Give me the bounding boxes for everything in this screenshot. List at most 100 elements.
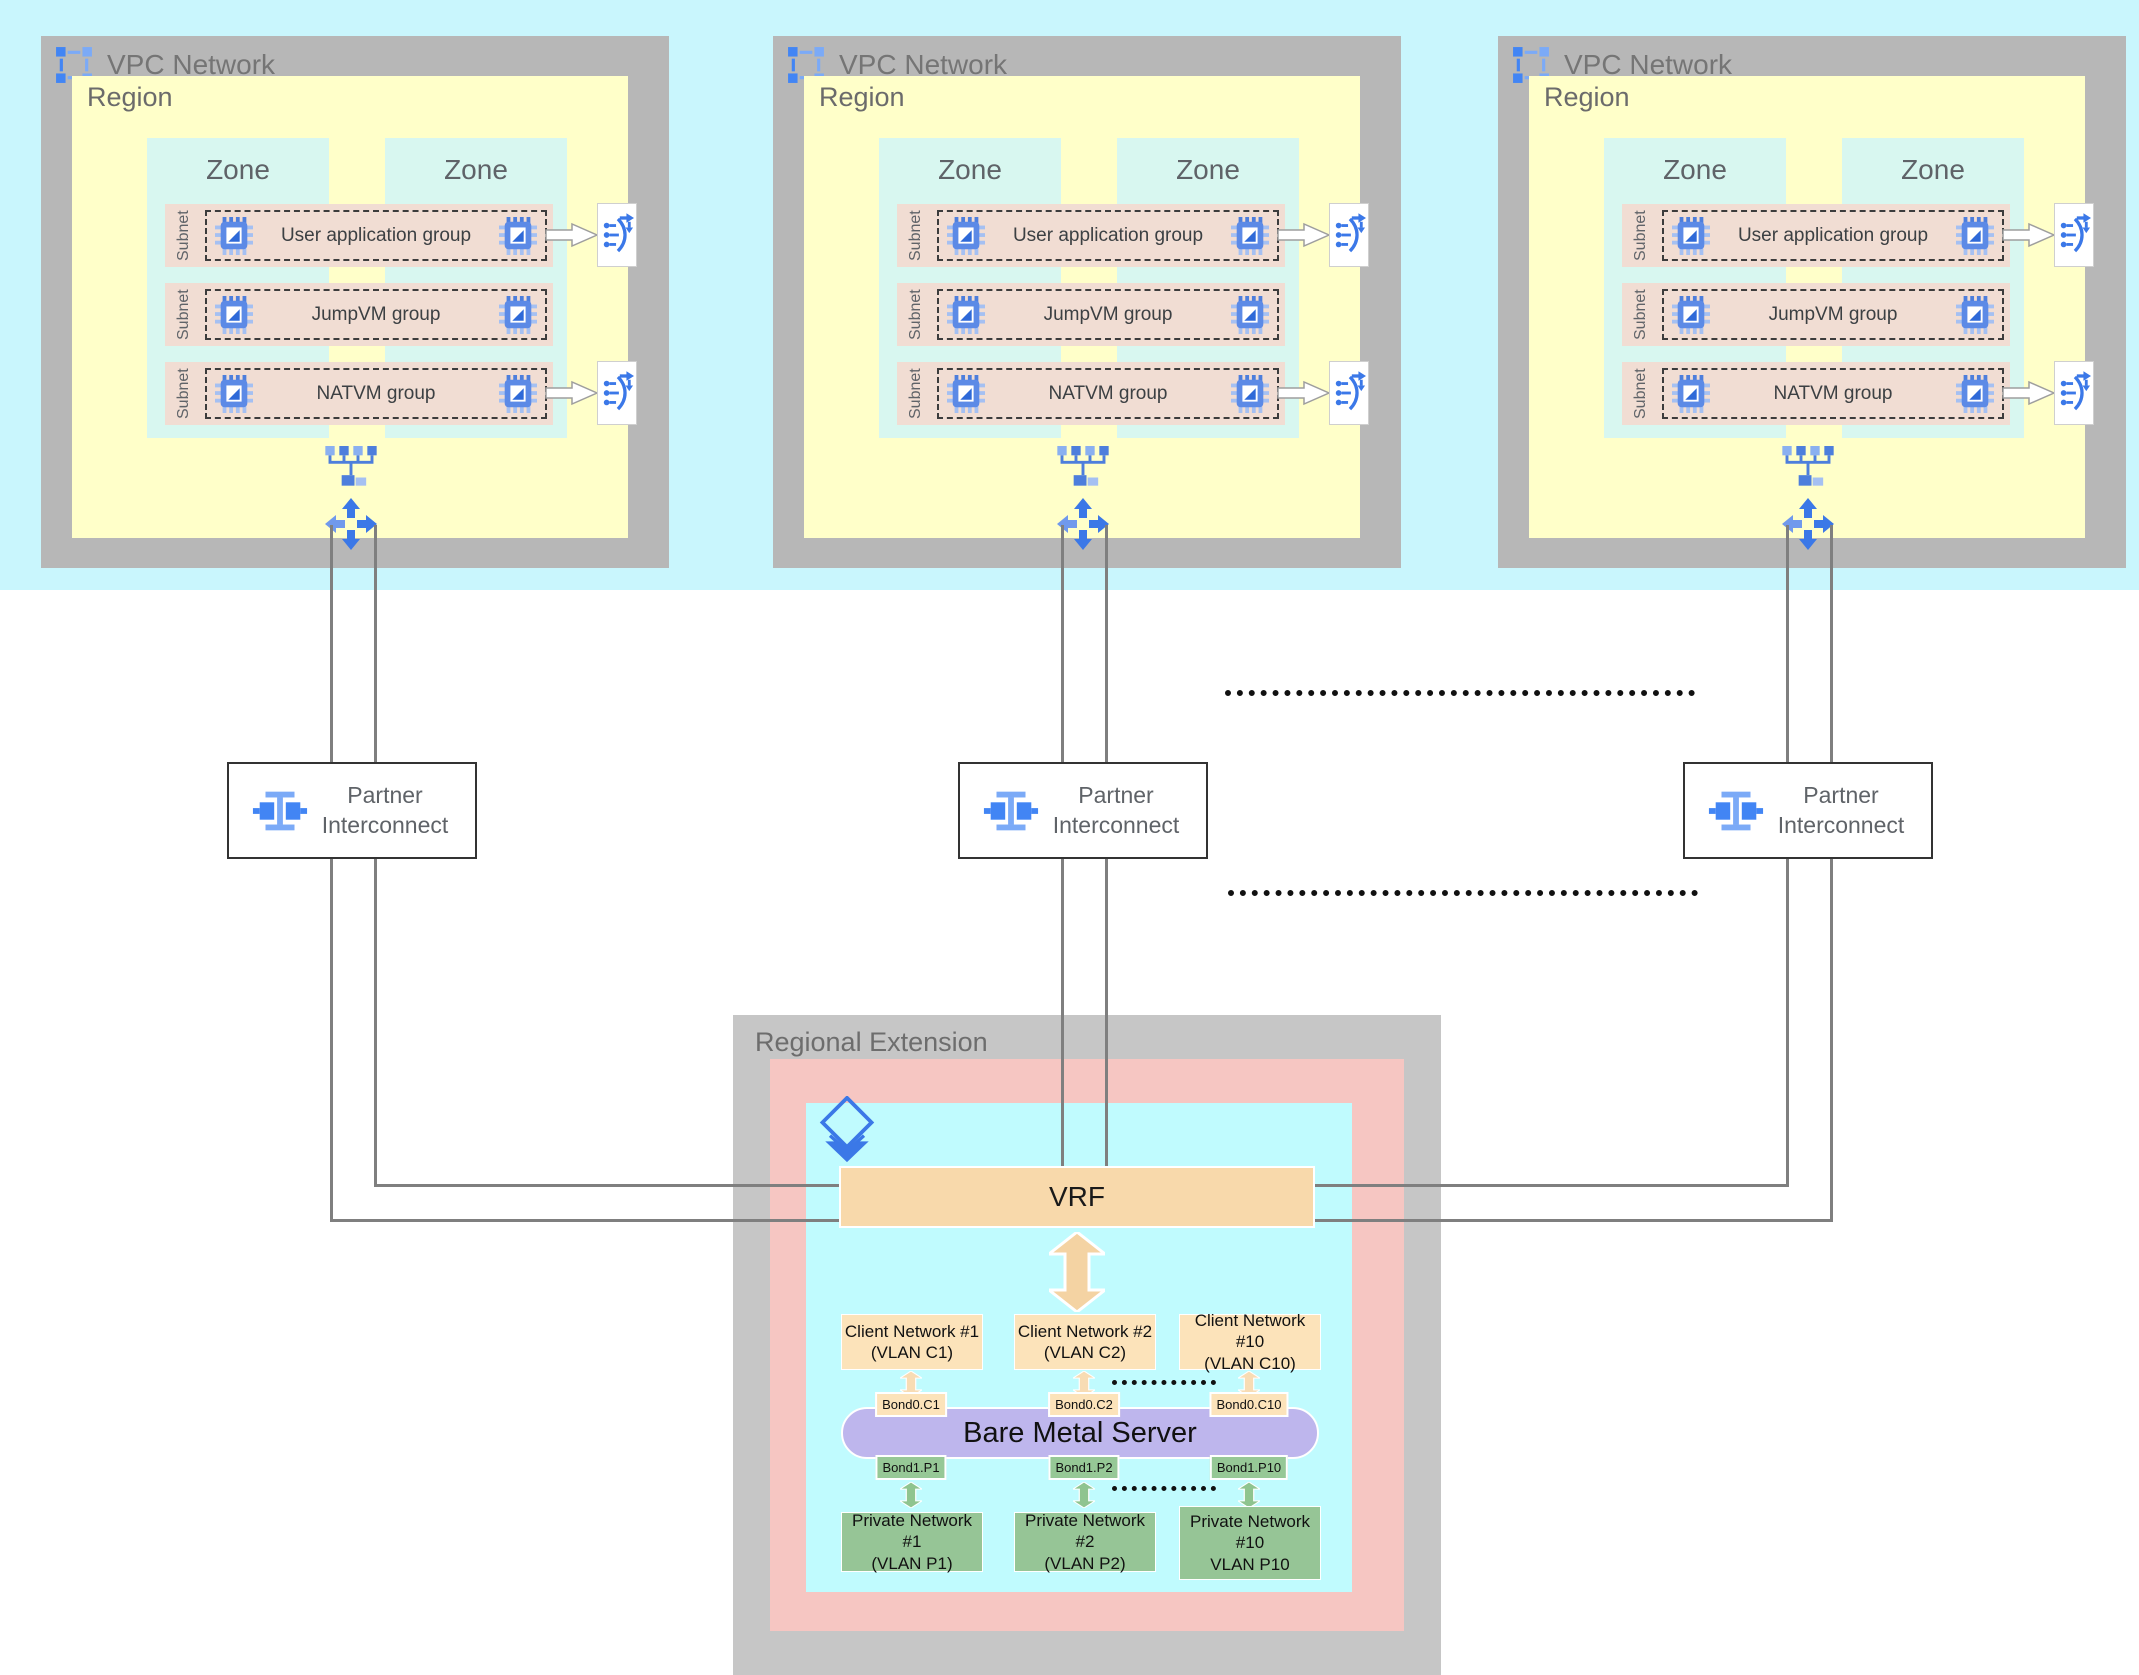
vm-instance-icon [1231,216,1269,255]
region-label: Region [1544,82,1630,112]
vrf-bar: VRF [839,1166,1315,1228]
vpc-network-header: VPC Network [55,46,275,84]
network-tree-icon [323,446,379,488]
vm-instance-icon [215,216,253,255]
vm-group-box: JumpVM group [1662,289,2004,340]
load-balancer-icon [1334,369,1366,411]
regional-extension-block: Regional Extension Client Network #1 (VL… [733,1015,1441,1675]
private-bond-arrow [900,1482,922,1508]
vm-instance-icon [1956,216,1994,255]
vm-instance-icon [1956,374,1994,413]
regional-extension-title: Regional Extension [755,1027,988,1057]
vm-group-label: User application group [1012,224,1204,246]
private-bond-label: Bond1.P10 [1209,1455,1289,1480]
layers-icon [820,1096,874,1164]
subnet-label: Subnet [1632,289,1649,340]
client-network-box: Client Network #2 (VLAN C2) [1014,1314,1156,1370]
load-balancer-box [597,203,637,267]
connector-line [330,525,333,1222]
connector-line [1313,1184,1789,1187]
client-bond-label: Bond0.C2 [1048,1392,1120,1417]
flow-arrow [545,223,598,247]
subnet-label: Subnet [907,368,924,419]
subnet-row-user-application: Subnet User application group [165,204,553,267]
zone-label: Zone [938,154,1002,185]
subnet-label: Subnet [907,289,924,340]
vm-group-label: JumpVM group [311,303,441,325]
subnet-row-user-application: Subnet User application group [897,204,1285,267]
routes-icon [1782,498,1834,550]
more-private-bonds-dots [1112,1486,1216,1491]
vm-group-box: NATVM group [937,368,1279,419]
private-network-box: Private Network #10 VLAN P10 [1179,1506,1321,1580]
zone-label: Zone [1901,154,1965,185]
partner-interconnect-icon [1708,791,1764,830]
subnet-row-jumpvm: Subnet JumpVM group [897,283,1285,346]
more-client-bonds-dots [1112,1380,1216,1385]
vpc-network-block-2: VPC Network Region Zone Zone Subnet User… [773,36,1401,568]
vpc-network-header: VPC Network [787,46,1007,84]
subnet-row-jumpvm: Subnet JumpVM group [165,283,553,346]
vm-instance-icon [499,295,537,334]
vm-instance-icon [1672,216,1710,255]
vpc-network-block-1: VPC Network Region Zone Zone Subnet User… [41,36,669,568]
vm-group-box: JumpVM group [205,289,547,340]
load-balancer-box [1329,361,1369,425]
subnet-label: Subnet [1632,210,1649,261]
partner-interconnect-box-1: Partner Interconnect [227,762,477,859]
vm-group-label: NATVM group [316,382,436,404]
partner-interconnect-icon [983,791,1039,830]
vm-group-box: JumpVM group [937,289,1279,340]
vpc-network-header: VPC Network [1512,46,1732,84]
region-label: Region [87,82,173,112]
vm-group-box: User application group [1662,210,2004,261]
load-balancer-icon [602,211,634,253]
connector-line [1313,1219,1833,1222]
private-bond-label: Bond1.P1 [875,1455,947,1480]
network-tree-icon [1780,446,1836,488]
partner-interconnect-label: Partner Interconnect [1052,781,1180,838]
vpc-network-title: VPC Network [107,49,276,80]
load-balancer-box [1329,203,1369,267]
subnet-row-natvm: Subnet NATVM group [897,362,1285,425]
load-balancer-icon [2059,211,2091,253]
client-bond-label: Bond0.C1 [875,1392,947,1417]
zone-label: Zone [206,154,270,185]
more-regions-dots [1228,890,1698,896]
vm-instance-icon [1672,295,1710,334]
flow-arrow [2002,381,2055,405]
routes-icon [1057,498,1109,550]
zone-label: Zone [1176,154,1240,185]
flow-arrow [1277,381,1330,405]
subnet-label: Subnet [907,210,924,261]
vm-instance-icon [947,216,985,255]
private-bond-arrow [1238,1482,1260,1508]
network-tree-icon [1055,446,1111,488]
vm-instance-icon [1956,295,1994,334]
load-balancer-icon [602,369,634,411]
vm-instance-icon [1672,374,1710,413]
subnet-row-natvm: Subnet NATVM group [1622,362,2010,425]
vm-group-label: JumpVM group [1043,303,1173,325]
vm-instance-icon [1231,374,1269,413]
vpc-network-title: VPC Network [839,49,1008,80]
connector-line [1830,525,1833,1222]
subnet-label: Subnet [1632,368,1649,419]
vm-group-label: NATVM group [1048,382,1168,404]
load-balancer-box [597,361,637,425]
vm-instance-icon [215,295,253,334]
load-balancer-icon [1334,211,1366,253]
zone-label: Zone [444,154,508,185]
load-balancer-icon [2059,369,2091,411]
subnet-row-natvm: Subnet NATVM group [165,362,553,425]
vm-instance-icon [215,374,253,413]
vm-group-box: NATVM group [1662,368,2004,419]
private-network-box: Private Network #2 (VLAN P2) [1014,1511,1156,1573]
private-bond-arrow [1073,1482,1095,1508]
subnet-label: Subnet [175,368,192,419]
flow-arrow [545,381,598,405]
client-bond-label: Bond0.C10 [1209,1392,1289,1417]
vm-group-box: NATVM group [205,368,547,419]
client-network-box: Client Network #1 (VLAN C1) [841,1314,983,1370]
vm-group-box: User application group [937,210,1279,261]
